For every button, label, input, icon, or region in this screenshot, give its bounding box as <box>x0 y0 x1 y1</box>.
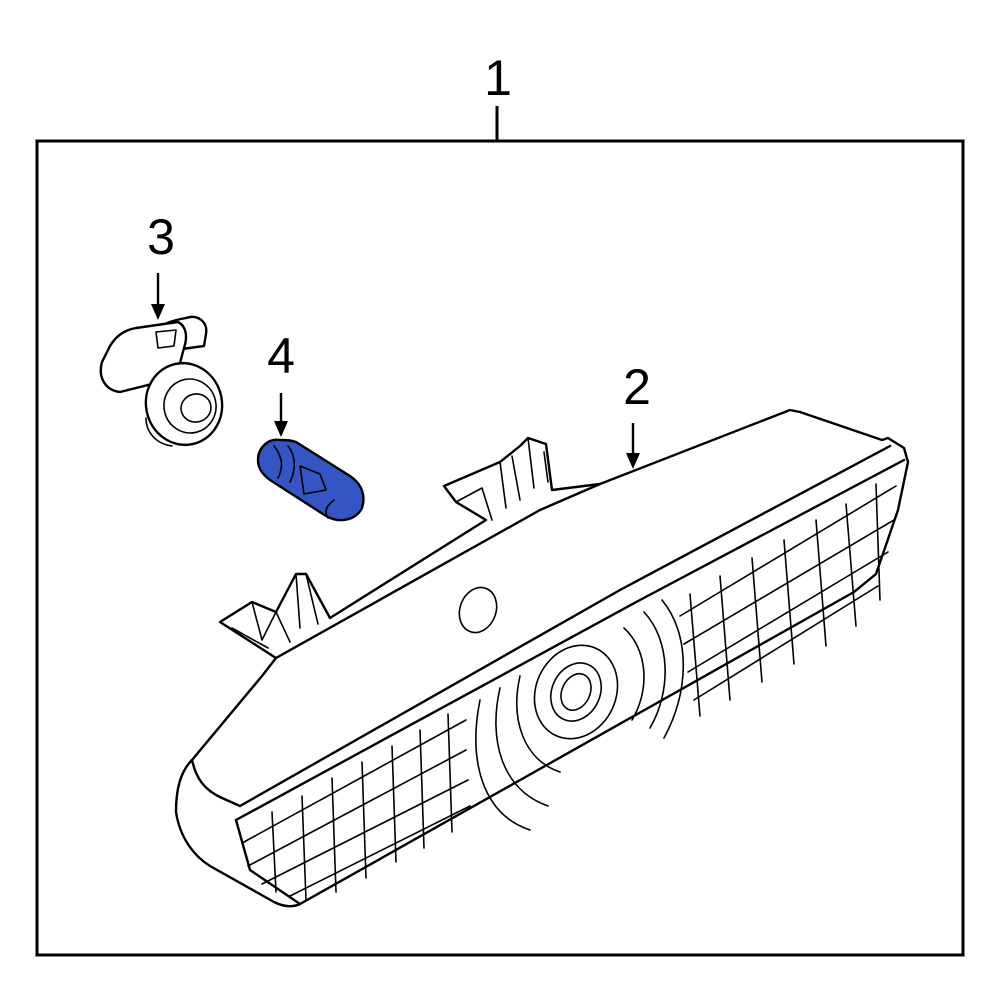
callout-2-arrow <box>626 423 640 469</box>
callout-3-arrow <box>151 273 165 320</box>
lamp-housing-part[interactable] <box>174 408 910 908</box>
callout-1-label[interactable]: 1 <box>484 50 512 106</box>
callout-3-label[interactable]: 3 <box>147 209 175 265</box>
callout-4-arrow <box>274 393 288 437</box>
callout-2-label[interactable]: 2 <box>623 359 651 415</box>
bulb-part[interactable] <box>256 438 365 522</box>
callout-4-label[interactable]: 4 <box>267 328 295 384</box>
assembly-frame <box>35 139 965 957</box>
socket-part[interactable] <box>99 315 230 452</box>
